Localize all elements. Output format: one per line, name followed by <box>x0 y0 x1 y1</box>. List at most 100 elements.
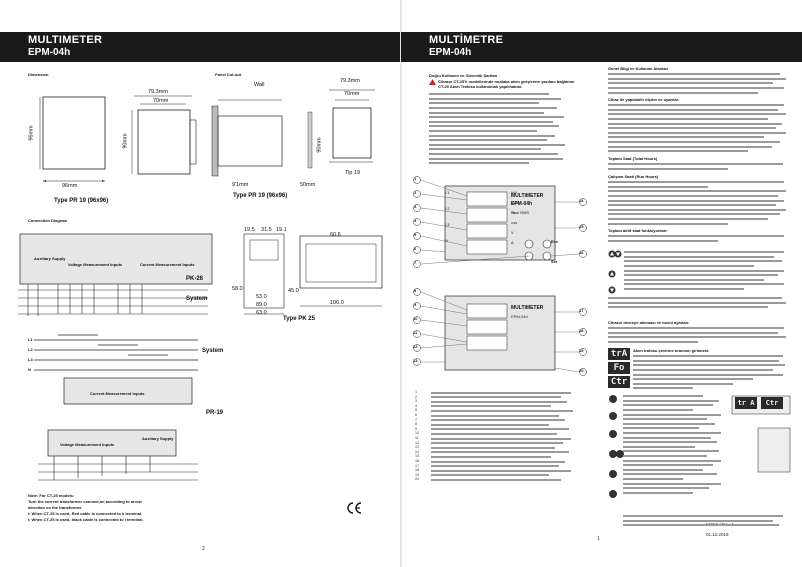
legend-list: 1 2 3 4 5 6 7 8 9 10 11 12 13 14 15 16 1… <box>415 390 585 482</box>
head-setup: Cihazın devreye alınması ve menü ayarlar… <box>608 320 690 325</box>
warning-icon <box>429 79 436 85</box>
device-top-model: EPM-04h <box>511 201 533 207</box>
callout-8: 8 <box>414 288 417 293</box>
mini-hz: Hz <box>511 210 516 215</box>
dim-front-height: 96mm <box>28 125 35 141</box>
pk25-dim-0: 19.5 <box>244 227 255 233</box>
lcd-small-ctr: Ctr <box>761 397 783 409</box>
head-run-hours: Çalışma Saati (Run Hours) <box>608 174 659 179</box>
label-volt-box: Voltage Measurement Inputs <box>60 442 115 447</box>
dim-cut-inner: 70mm <box>344 91 360 97</box>
dim-side-inner: 70mm <box>153 98 169 104</box>
pk25-dim-6: 63.0 <box>256 310 267 316</box>
head-measure: Cihaz ile yapılabilir ölçüm ve uyarılar: <box>608 97 680 102</box>
caption-pr19-right: Type PR 19 (96x96) <box>233 193 288 199</box>
pk25-dim-9: 106.0 <box>330 300 344 306</box>
tip19-label: Tip 19 <box>345 170 361 176</box>
label-aux-box: Auxiliary Supply <box>142 436 174 441</box>
front-view-drawing <box>39 96 106 182</box>
callout-10: 10 <box>413 316 418 321</box>
callout-16: 16 <box>579 250 584 255</box>
button-set-label: Set <box>551 259 558 264</box>
device-front-schematic <box>413 176 587 376</box>
right-model: EPM-04h <box>429 47 472 58</box>
safety-bullets <box>429 92 569 166</box>
pk25-dim-8: 45.0 <box>288 288 299 294</box>
pk25-dim-7: 58.0 <box>232 286 243 292</box>
caption-pr19-diagram: PR-19 <box>206 410 224 416</box>
side-view-drawing <box>131 95 197 175</box>
footer-date: 01.12.2019 <box>706 532 729 537</box>
left-title: MULTIMETER <box>28 34 103 46</box>
left-model: EPM-04h <box>28 47 71 58</box>
callout-5: 5 <box>414 232 417 237</box>
dim-front-width: 96mm <box>62 183 78 189</box>
callout-17: 17 <box>579 308 584 313</box>
section-connection: Connection Diagram <box>28 218 68 223</box>
callout-6: 6 <box>414 246 417 251</box>
note-line-3: I: When CT-25 is used, Red cable is conn… <box>28 511 143 516</box>
note-line-2: direction on the transformer <box>28 505 82 510</box>
label-curr-box: Current Measurement Inputs <box>90 391 145 396</box>
dim-side-height: 90mm <box>122 133 129 149</box>
callout-20: 20 <box>579 368 584 373</box>
dim-side-outer: 79.3mm <box>148 89 168 95</box>
para-run-hours <box>608 180 788 226</box>
dim-cut-outer: 79.3mm <box>340 78 360 84</box>
head-total-hours: Toplam Saat (Total Hours) <box>608 156 658 161</box>
dim-side-depth: 9'1mm <box>232 182 249 188</box>
lcd-fo: Fo <box>608 362 630 374</box>
panel-cutout-drawing <box>211 99 313 177</box>
para-active-hours <box>608 234 788 243</box>
callout-2: 2 <box>414 190 417 195</box>
callout-15: 15 <box>579 224 584 229</box>
note-line-4: I: When CT-25 is used, black cable is co… <box>28 517 144 522</box>
callout-13: 13 <box>413 358 418 363</box>
label-voltage-inputs: Voltage Measurement Inputs <box>68 262 123 267</box>
mini-cos: cos <box>511 220 518 225</box>
label-current-inputs: Current Measurement Inputs <box>140 262 195 267</box>
para-footer-note <box>623 514 788 528</box>
ce-mark-icon <box>347 502 362 514</box>
pr19-l3: L3 <box>28 357 33 362</box>
pr19-diagram <box>34 334 198 481</box>
note-line-1: Turn the current transformer connect,on … <box>28 499 142 504</box>
device-bottom-model: EPM-04h <box>511 314 528 319</box>
para-after-arrows <box>608 296 788 310</box>
para-procedure <box>623 394 723 495</box>
mini-kw: kW <box>511 190 517 195</box>
pr19-l1: L1 <box>28 337 33 342</box>
callout-14: 14 <box>579 198 584 203</box>
lcd-small-tra: tr A <box>735 397 757 409</box>
mini-kvar: kVAr <box>511 200 520 205</box>
page-gutter <box>400 0 402 567</box>
dim-tip-depth: 50mm <box>300 182 316 188</box>
warn-title: Doğru Kullanım ve Güvenlik Şartları <box>429 73 498 78</box>
note-title: Note: For CT-25 models: <box>28 493 75 498</box>
mini-a: A <box>511 240 514 245</box>
para-ct-ratio <box>633 354 788 391</box>
device-bottom-name: MULTIMETER <box>511 305 544 311</box>
callout-1: 1 <box>414 176 417 181</box>
callout-4: 4 <box>414 218 417 223</box>
mini-l1: L1 <box>445 190 450 195</box>
device-top-name: MULTIMETER <box>511 193 544 199</box>
pk25-dim-1: 31.5 <box>261 227 272 233</box>
caption-pk26: PK-26 <box>186 276 204 282</box>
pk25-dim-2: 19.1 <box>276 227 287 233</box>
warn-text: Cihazın CT-25'li modellerinde mutlaka ak… <box>438 79 575 89</box>
right-banner: MULTİMETRE EPM-04h <box>401 32 802 62</box>
pk26-diagram <box>18 233 213 316</box>
head-ct-ratio: Akım trafosu çevirme oranının girilmesi: <box>633 348 710 353</box>
callout-3: 3 <box>414 204 417 209</box>
callout-18: 18 <box>579 328 584 333</box>
tip19-drawing <box>329 89 375 163</box>
pk25-dim-4: 53.0 <box>256 294 267 300</box>
section-dimension: Dimension <box>28 72 49 77</box>
pk25-dim-5: 89.0 <box>256 302 267 308</box>
para-setup <box>608 326 788 344</box>
head-active-hours: Toplam aktif saat fonksiyonları: <box>608 228 668 233</box>
dim-cut-height: 90mm <box>316 137 323 153</box>
mini-l2: L2 <box>445 206 450 211</box>
caption-pk25: Type PK 25 <box>283 316 315 322</box>
